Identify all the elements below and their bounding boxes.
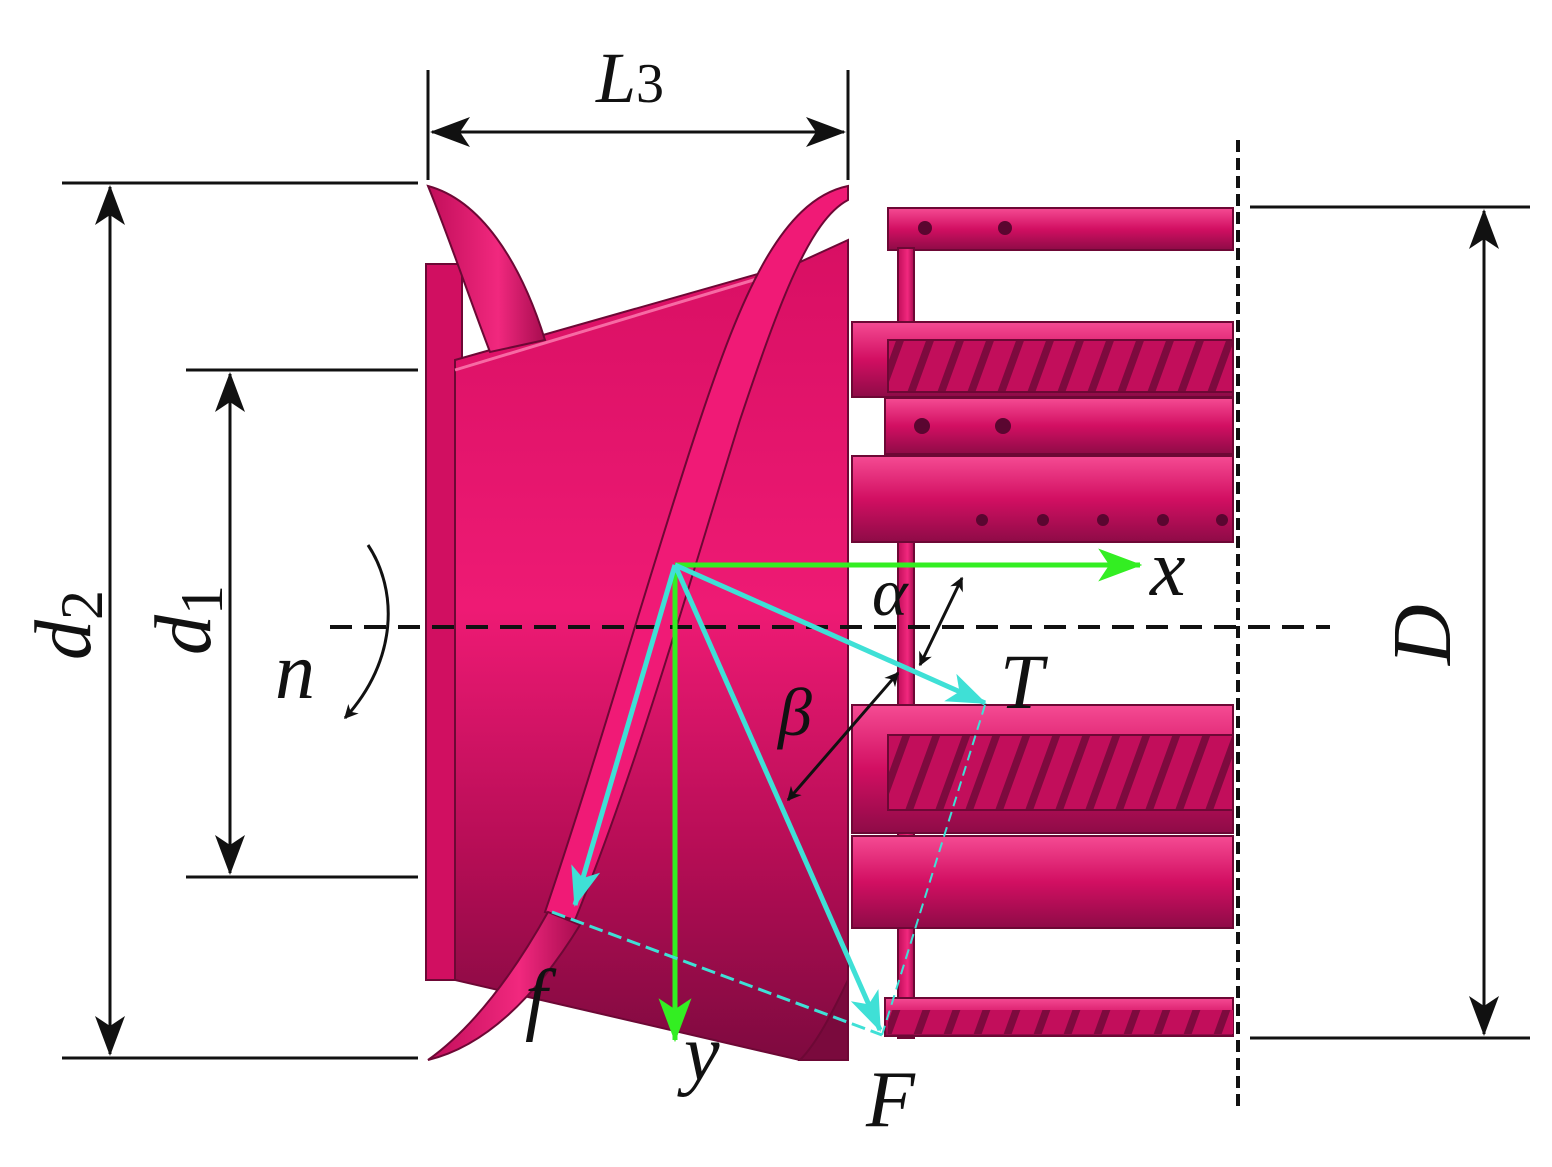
- helical-blade: [543, 184, 849, 922]
- label-F: F: [865, 1056, 916, 1144]
- label-n: n: [275, 628, 315, 716]
- label-y: y: [677, 1010, 720, 1098]
- dimension-d1: [186, 368, 418, 879]
- alpha-arc-indicator: [918, 576, 964, 667]
- dimension-d2: [62, 181, 418, 1060]
- force-diagram: [551, 548, 1143, 1043]
- plain-rod-upper: [884, 397, 1234, 455]
- label-d1: d1: [140, 585, 235, 655]
- auger-head: [425, 184, 849, 1061]
- perforated-tube: [851, 455, 1234, 543]
- label-D: D: [1376, 604, 1469, 666]
- label-beta: β: [776, 674, 812, 750]
- label-alpha: α: [872, 554, 909, 630]
- right-frame-assembly: [851, 207, 1234, 1039]
- label-T: T: [1000, 638, 1048, 725]
- label-x: x: [1149, 525, 1186, 613]
- rotation-arrow: [343, 544, 390, 720]
- dimension-L3: [426, 70, 850, 180]
- blade-top: [426, 184, 547, 354]
- label-d2: d2: [20, 590, 115, 660]
- blade-bottom: [427, 910, 582, 1061]
- f-vector: [571, 564, 678, 907]
- beta-arc-indicator: [786, 671, 900, 802]
- parallelogram-edge-1: [881, 704, 986, 1036]
- T-vector: [673, 562, 987, 706]
- top-bar: [887, 207, 1234, 251]
- parallelogram-edge-2: [551, 910, 883, 1037]
- dimension-D: [1250, 205, 1530, 1040]
- F-vector: [672, 563, 883, 1032]
- label-L3: L3: [595, 38, 664, 118]
- plain-rod-lower: [851, 835, 1234, 929]
